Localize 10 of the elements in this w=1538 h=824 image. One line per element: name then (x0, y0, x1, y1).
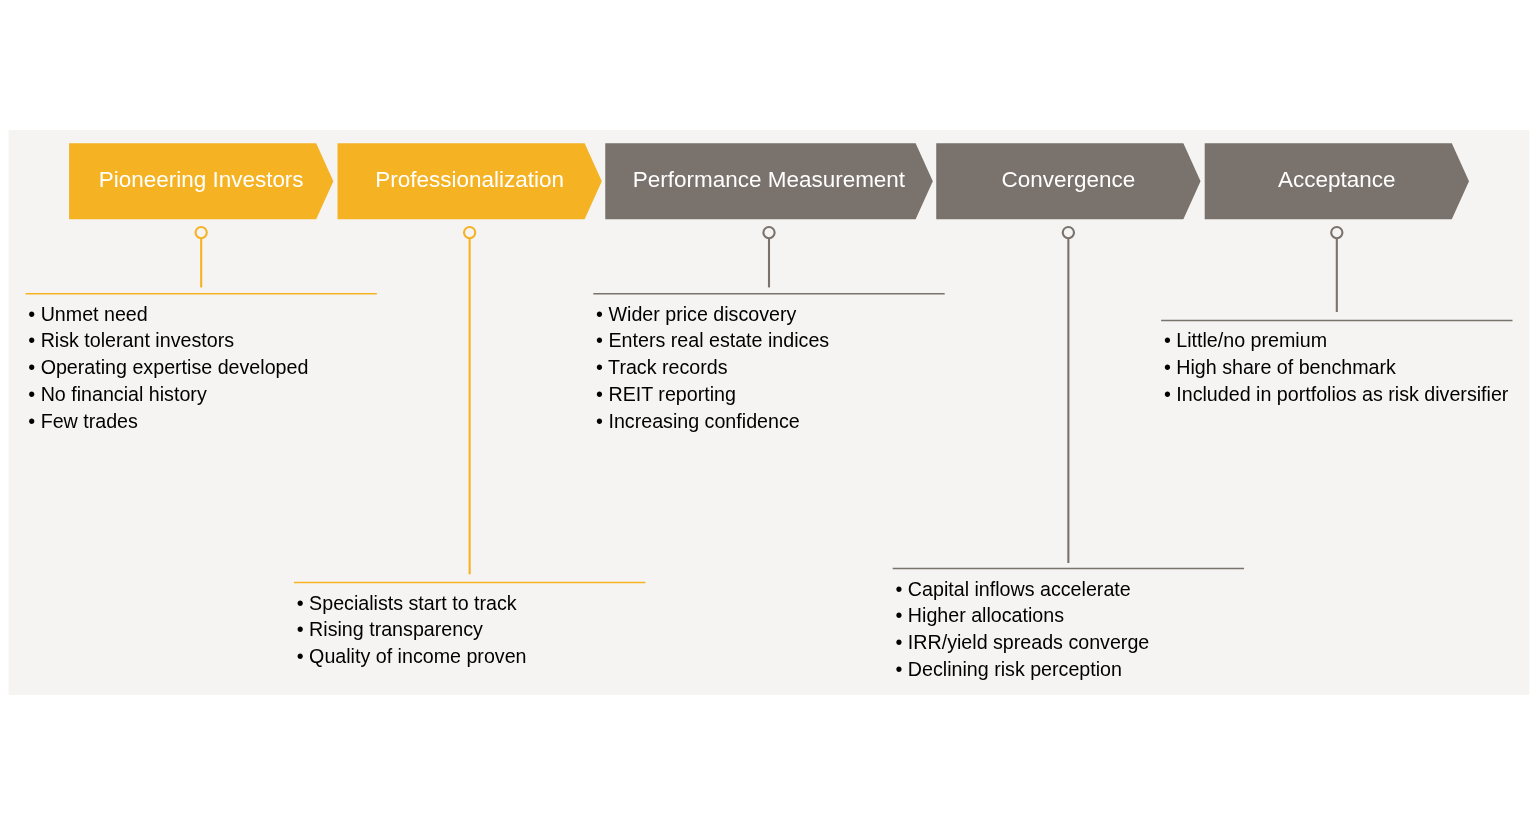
connector (462, 225, 477, 574)
node-text: • Unmet need • Risk tolerant investors • Operating expertise developed • No financial history • Few trades (28, 302, 309, 432)
connector (1330, 225, 1344, 312)
connector (762, 225, 776, 287)
node-text: • Specialists start to track • Rising transparency • Quality of income proven (296, 591, 527, 667)
node-text: • Little/no premium • High share of benchmark • Included in portfolios as risk diversifier (1163, 328, 1509, 405)
node-text: • Wider price discovery • Enters real estate indices • Track records • REIT reporting • Increasing confidence (596, 302, 830, 432)
node-text: • Capital inflows accelerate • Higher allocations • IRR/yield spreads converge • Declining risk perception (895, 576, 1150, 680)
connector (1061, 225, 1076, 563)
connector (194, 225, 208, 287)
